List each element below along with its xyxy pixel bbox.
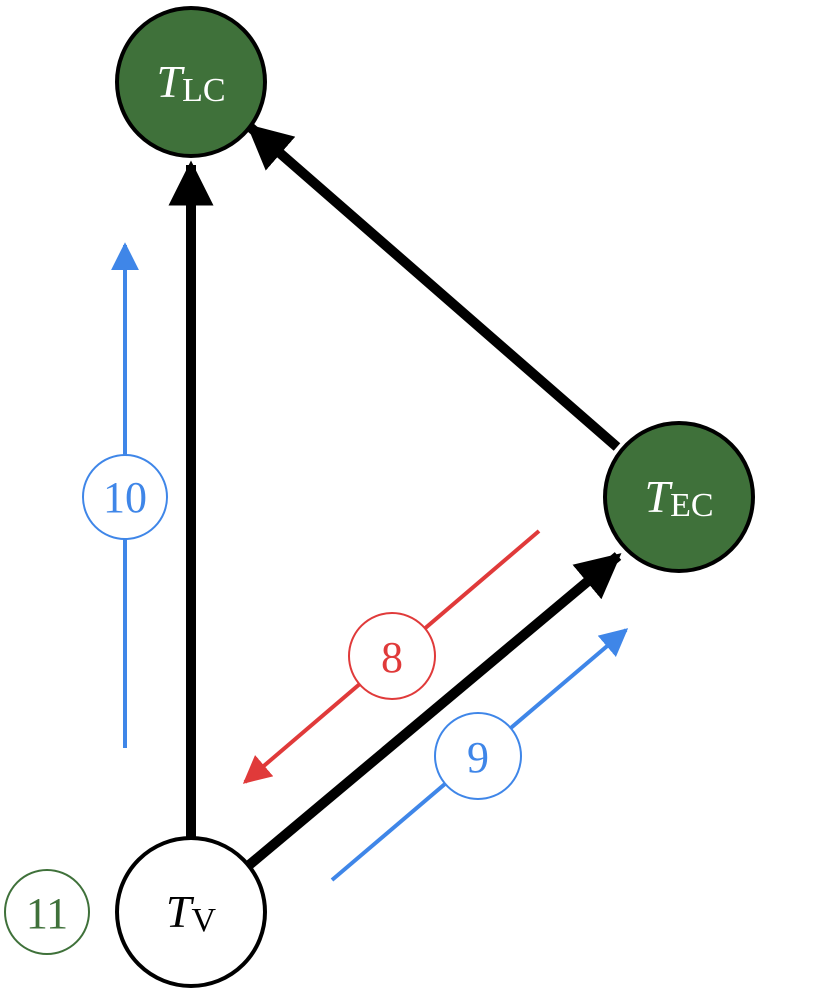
badge-11-circle — [4, 869, 90, 955]
node-t-ec-circle — [603, 421, 755, 573]
badge-8-label: 8 — [381, 633, 403, 682]
node-t-v: TV — [115, 836, 267, 988]
node-t-lc-label: TLC — [156, 56, 225, 109]
badge-8-circle — [348, 612, 436, 700]
node-t-v-circle — [115, 836, 267, 988]
badge-10: 10 — [82, 454, 168, 540]
badge-8: 8 — [348, 612, 436, 700]
edge-ec-to-lc — [246, 123, 621, 451]
edge-v-to-ec — [244, 552, 622, 870]
node-t-lc: TLC — [115, 6, 267, 158]
node-t-ec: TEC — [603, 421, 755, 573]
badge-9-circle — [434, 712, 522, 800]
badge-11: 11 — [4, 869, 90, 955]
node-t-v-label: TV — [166, 886, 217, 939]
node-t-ec-label: TEC — [644, 471, 713, 524]
badge-9-label: 9 — [467, 733, 489, 782]
node-t-lc-circle — [115, 6, 267, 158]
badge-10-label: 10 — [103, 473, 147, 522]
badge-10-circle — [82, 454, 168, 540]
badge-9: 9 — [434, 712, 522, 800]
badge-11-label: 11 — [26, 889, 68, 938]
